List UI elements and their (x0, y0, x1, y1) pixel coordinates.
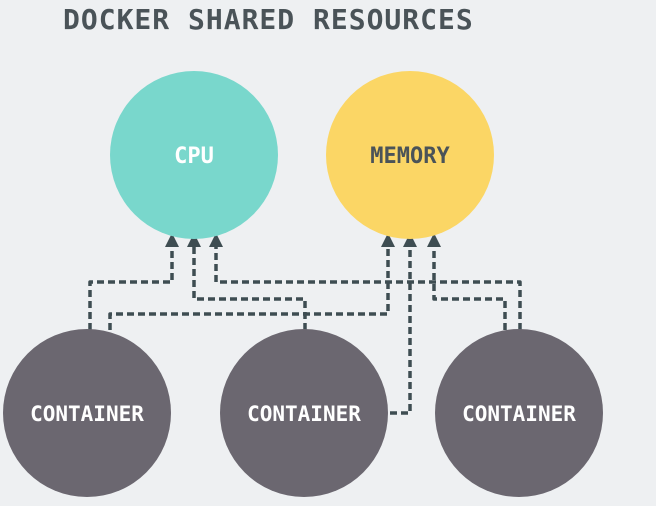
cpu-circle (110, 71, 278, 239)
link-c3-cpu (209, 233, 522, 330)
resource-node-cpu: CPU (110, 71, 278, 239)
container-1-circle (3, 329, 171, 497)
container-node-1: CONTAINER (3, 329, 171, 497)
container-node-2: CONTAINER (220, 329, 388, 497)
link-c2-memory (390, 233, 417, 415)
memory-label: MEMORY (370, 144, 450, 169)
link-c2-cpu (187, 233, 307, 330)
link-c1-cpu (88, 233, 179, 330)
container-1-label: CONTAINER (30, 402, 144, 426)
container-2-label: CONTAINER (247, 402, 361, 426)
memory-circle (326, 71, 494, 239)
diagram-title: DOCKER SHARED RESOURCES (63, 3, 474, 36)
container-2-circle (220, 329, 388, 497)
container-3-label: CONTAINER (462, 402, 576, 426)
container-3-circle (435, 329, 603, 497)
cpu-label: CPU (174, 144, 214, 169)
connectors (88, 233, 522, 415)
container-node-3: CONTAINER (435, 329, 603, 497)
resource-node-memory: MEMORY (326, 71, 494, 239)
link-c3-memory (427, 233, 507, 330)
link-c1-memory (108, 233, 395, 330)
